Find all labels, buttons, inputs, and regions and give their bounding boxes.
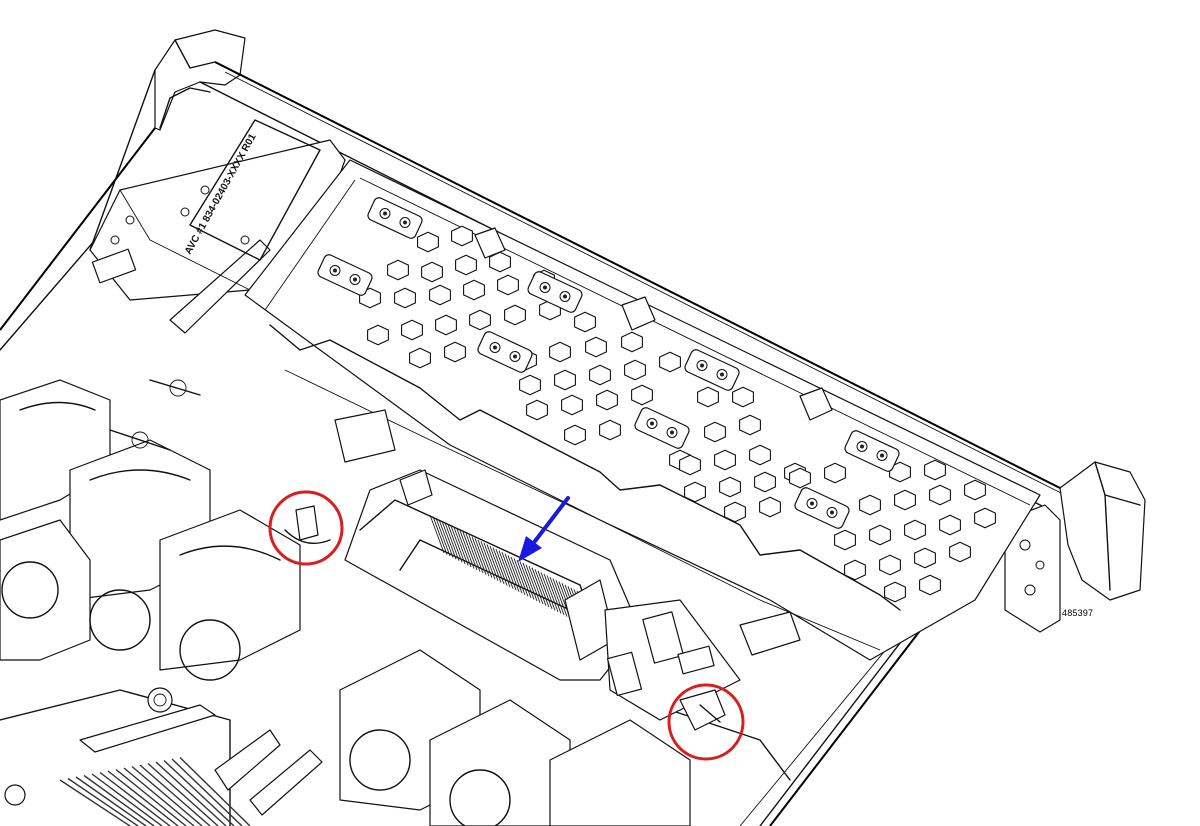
insert-direction-arrow [518, 496, 570, 562]
vent-hex-hole [554, 369, 576, 391]
vent-hex-hole [469, 309, 491, 331]
vent-hex-hole [704, 421, 726, 443]
mounting-plate [477, 331, 533, 373]
vent-hex-hole [421, 261, 443, 283]
vent-hex-hole [561, 394, 583, 416]
mounting-plates [317, 197, 900, 529]
vent-hex-hole [719, 476, 741, 498]
fan-modules [0, 379, 791, 826]
vent-hex-hole [884, 581, 906, 603]
vent-hex-hole [749, 444, 771, 466]
vent-hex-hole [789, 467, 811, 489]
vent-hex-hole [367, 324, 389, 346]
motherboard-area [0, 687, 323, 826]
vent-hex-hole [451, 225, 473, 247]
vent-hex-hole [859, 494, 881, 516]
vent-hex-hole [974, 507, 996, 529]
vent-hex-hole [489, 251, 511, 273]
vent-hex-hole [624, 359, 646, 381]
vent-hex-hole [599, 419, 621, 441]
controller-board [334, 409, 801, 721]
vent-hex-hole [409, 347, 431, 369]
vent-hex-hole [697, 386, 719, 408]
vent-hex-hole [939, 514, 961, 536]
vent-hex-hole [732, 386, 754, 408]
vent-hex-hole [964, 479, 986, 501]
vent-hex-hole [631, 384, 653, 406]
vent-hex-hole [879, 554, 901, 576]
left-callout-circle [268, 490, 344, 566]
mounting-plate [684, 349, 740, 391]
vent-hex-hole [759, 496, 781, 518]
mounting-plate [634, 407, 690, 449]
vent-hex-hole [589, 364, 611, 386]
vent-hex-hole [394, 287, 416, 309]
vent-hex-hole [949, 541, 971, 563]
mounting-plate [367, 197, 423, 239]
figure-id: 485397 [1062, 608, 1094, 618]
vent-hex-hole [844, 559, 866, 581]
vent-hex-hole [429, 284, 451, 306]
vent-hex-hole [574, 311, 596, 333]
vent-hex-hole [919, 574, 941, 596]
vent-hex-hole [401, 319, 423, 341]
vent-hex-hole [834, 529, 856, 551]
vent-hex-hole [526, 399, 548, 421]
mounting-plate [527, 271, 583, 313]
vent-hex-hole [463, 279, 485, 301]
mounting-plate [317, 254, 373, 296]
vent-hex-hole [435, 314, 457, 336]
riser-card [344, 469, 641, 681]
vent-hex-hole [444, 341, 466, 363]
vent-hex-hole [497, 274, 519, 296]
vent-hex-hole [659, 351, 681, 373]
vent-hex-hole [724, 501, 746, 523]
vent-hex-hole [387, 259, 409, 281]
vent-hex-hole [585, 336, 607, 358]
vent-hex-hole [684, 481, 706, 503]
vent-hex-hole [596, 389, 618, 411]
right-latch [679, 689, 726, 731]
vent-hex-hole [714, 449, 736, 471]
right-callout-circle [667, 683, 745, 761]
vent-hex-holes [359, 225, 996, 603]
mounting-plate [844, 430, 900, 472]
vent-hex-hole [929, 484, 951, 506]
vent-hex-hole [621, 331, 643, 353]
vent-hex-hole [549, 341, 571, 363]
vent-hex-hole [869, 524, 891, 546]
vent-hex-hole [904, 519, 926, 541]
vent-hex-hole [739, 414, 761, 436]
vent-hex-hole [417, 231, 439, 253]
vent-hex-hole [679, 454, 701, 476]
perforated-cover [244, 159, 1041, 661]
vent-hex-hole [824, 462, 846, 484]
vent-hex-hole [914, 547, 936, 569]
vent-hex-hole [924, 459, 946, 481]
vent-hex-hole [564, 424, 586, 446]
vent-hex-hole [754, 471, 776, 493]
left-latch [284, 505, 331, 544]
vent-hex-hole [455, 254, 477, 276]
vent-hex-hole [519, 374, 541, 396]
vent-hex-hole [894, 489, 916, 511]
vent-hex-hole [504, 304, 526, 326]
mounting-plate [794, 487, 850, 529]
